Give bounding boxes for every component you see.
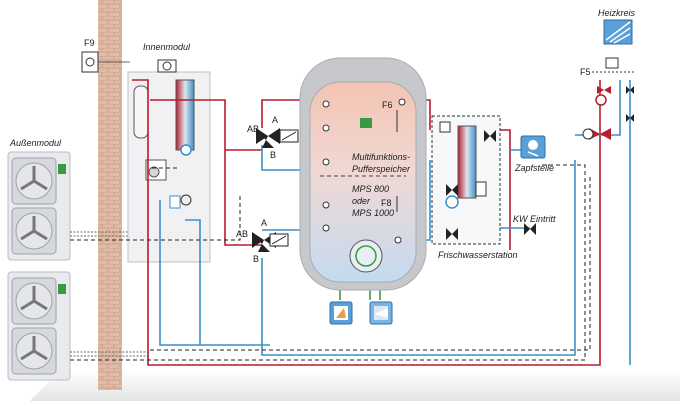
label-f8: F8 (381, 198, 392, 208)
cold-water-inlet-valve (524, 223, 536, 235)
valve-ab-top (256, 128, 299, 148)
label-f5: F5 (580, 67, 591, 77)
label-f9: F9 (84, 38, 95, 48)
label-b-bottom: B (253, 254, 259, 264)
label-zapfstelle: Zapfstelle (514, 163, 554, 173)
buffer-tank (299, 57, 427, 291)
label-a-top: A (272, 115, 278, 125)
label-aussenmodul: Außenmodul (9, 138, 62, 148)
label-a-bottom: A (261, 218, 267, 228)
building-wall (98, 0, 122, 390)
valve-ab-bottom (252, 232, 289, 252)
fresh-water-station (431, 115, 501, 245)
outdoor-module-upper (7, 151, 71, 261)
tap-point-icon (520, 135, 546, 159)
tank-title-line1: Multifunktions- (352, 152, 410, 162)
sensor-f9 (81, 51, 130, 73)
tank-title-line2: Pufferspeicher (352, 164, 411, 174)
label-kw-eintritt: KW Eintritt (513, 214, 556, 224)
label-heizkreis: Heizkreis (598, 8, 636, 18)
label-b-top: B (270, 150, 276, 160)
floor (30, 370, 680, 401)
tank-model-line1: MPS 800 (352, 184, 389, 194)
label-f6: F6 (382, 100, 393, 110)
solar-boxes (329, 301, 393, 325)
label-ab-top: AB (247, 124, 259, 134)
tank-model-line2: oder (352, 196, 371, 206)
indoor-module (127, 59, 211, 263)
label-ab-bottom: AB (236, 229, 248, 239)
tank-model-line3: MPS 1000 (352, 208, 394, 218)
label-innenmodul: Innenmodul (143, 42, 191, 52)
label-frischwasserstation: Frischwasserstation (438, 250, 518, 260)
outdoor-module-lower (7, 271, 71, 381)
heating-circuit (582, 19, 634, 140)
